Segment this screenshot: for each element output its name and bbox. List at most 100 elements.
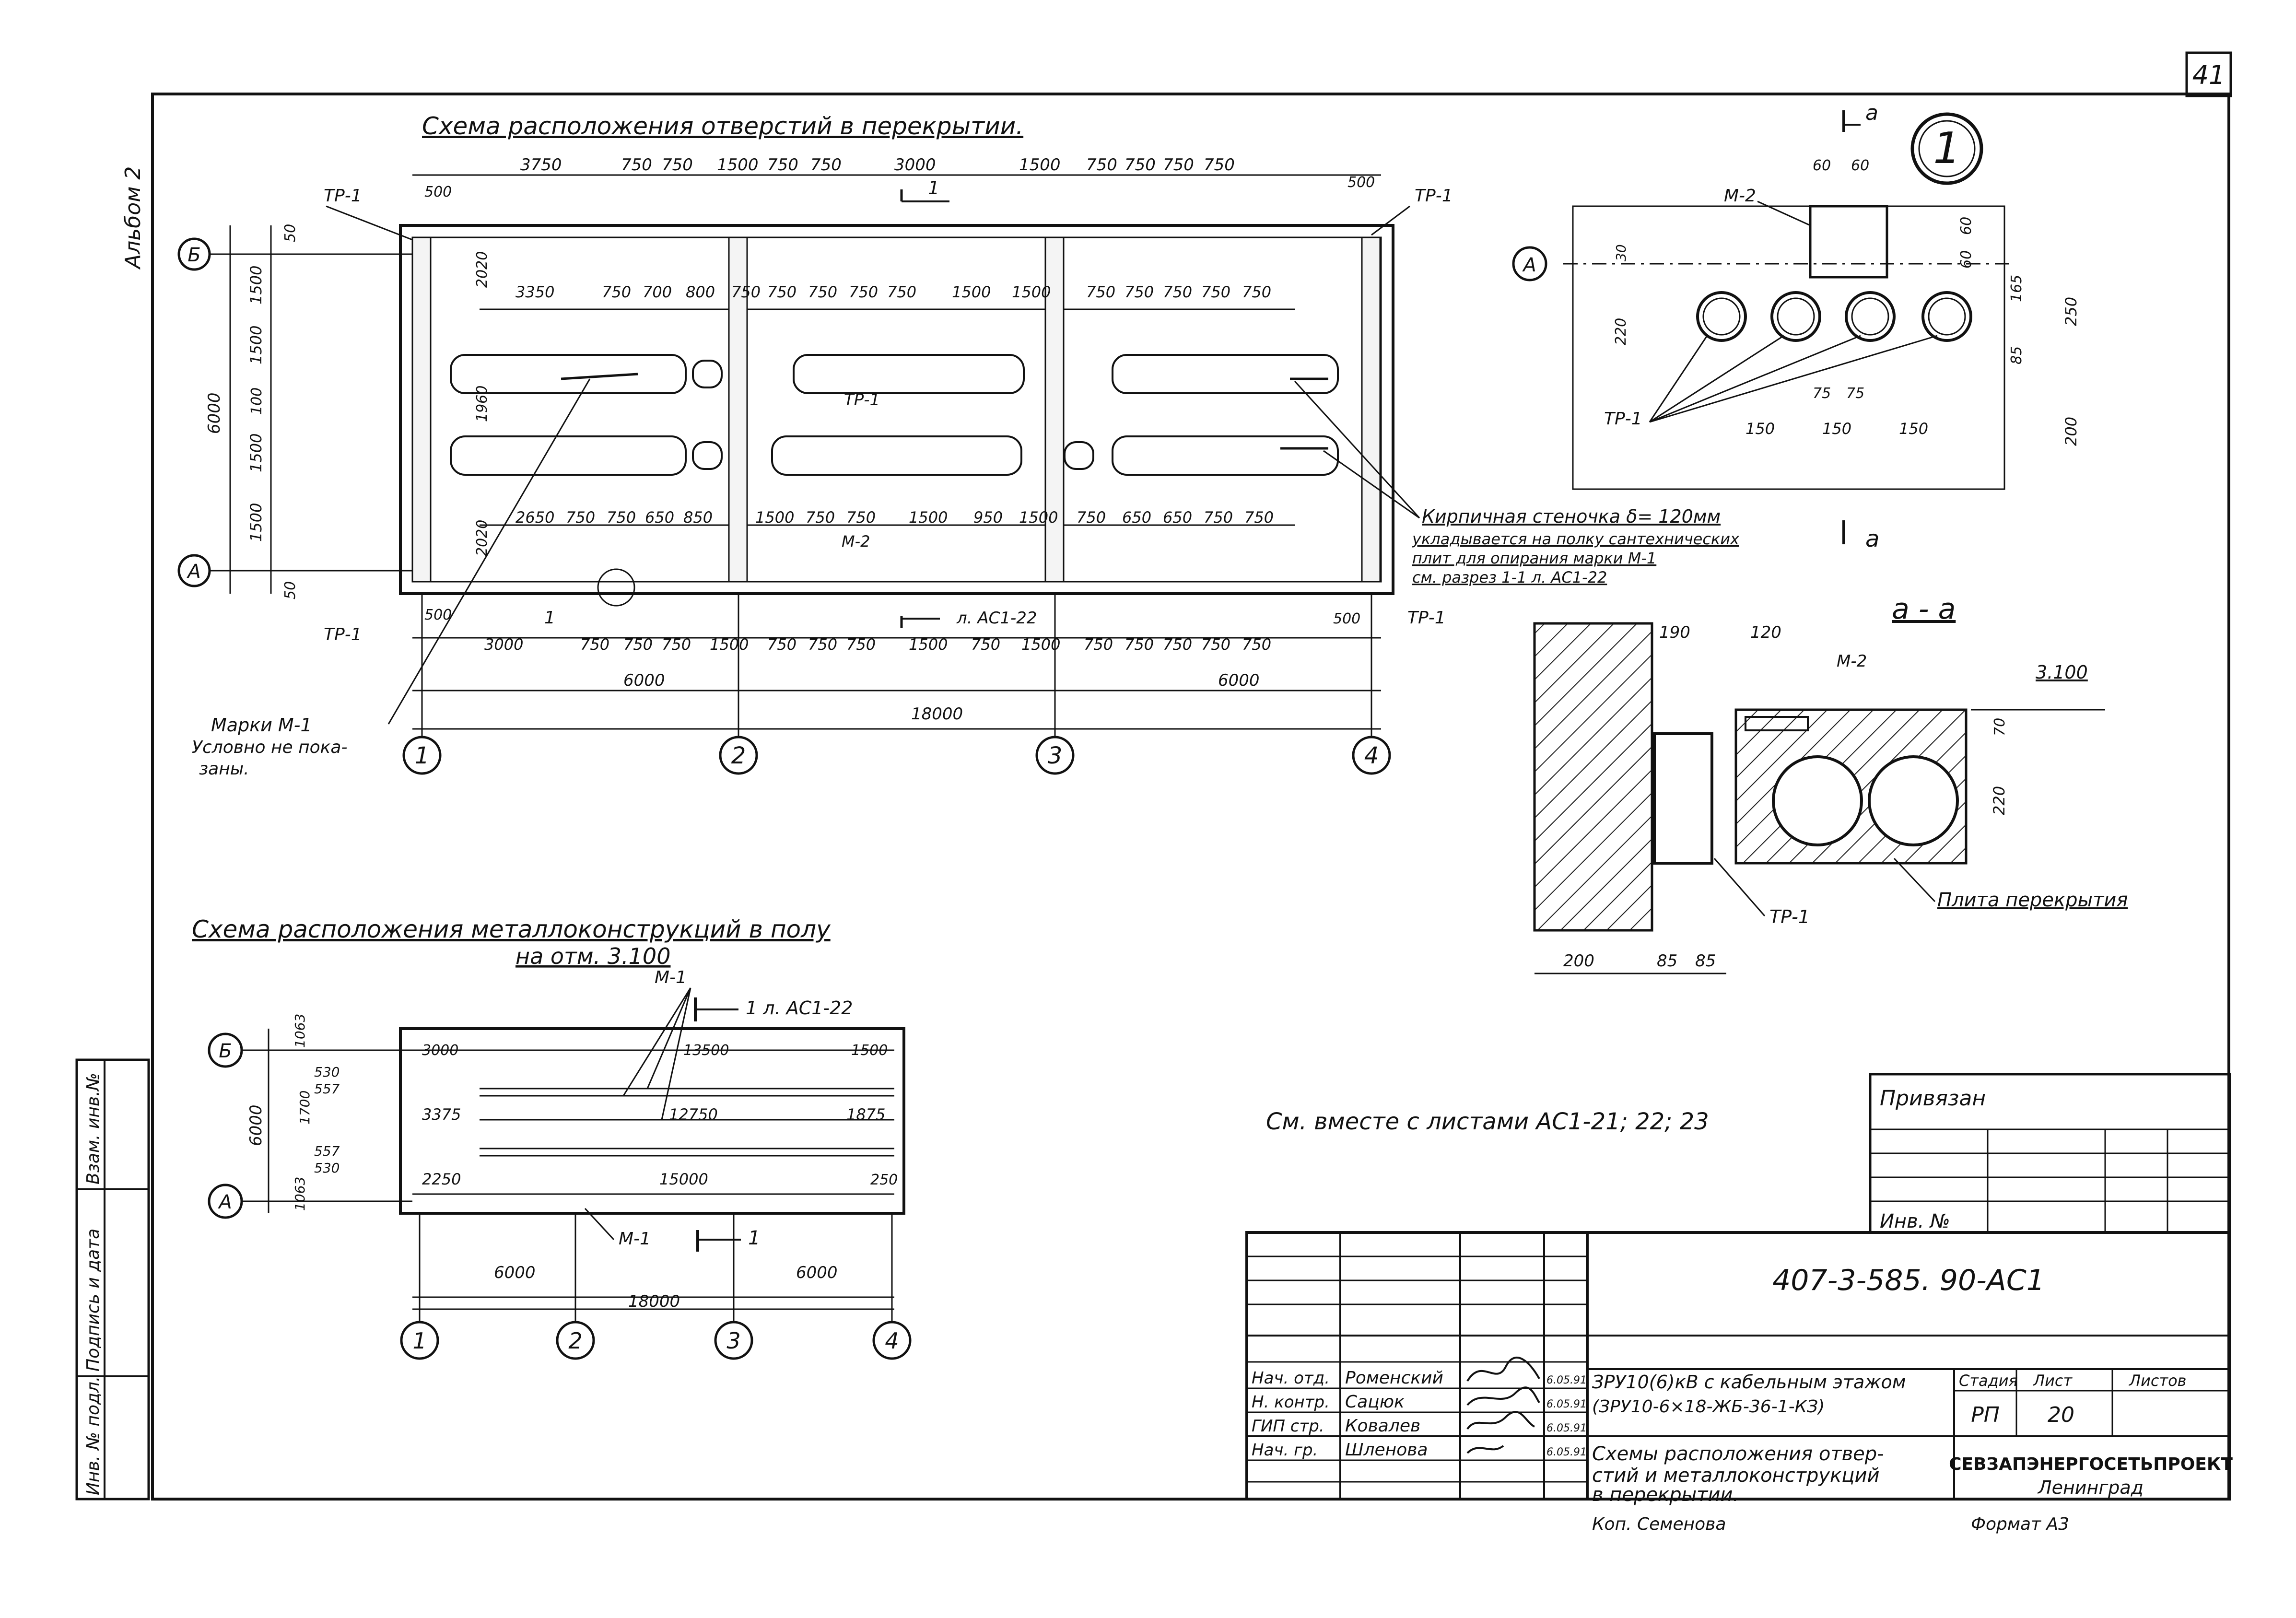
svg-text:ЗРУ10(6)кВ с кабельным этажом: ЗРУ10(6)кВ с кабельным этажом — [1592, 1372, 1906, 1393]
svg-text:500: 500 — [1333, 610, 1360, 627]
svg-text:1500: 1500 — [1019, 508, 1058, 527]
svg-text:6.05.91: 6.05.91 — [1546, 1422, 1587, 1434]
svg-text:120: 120 — [1750, 623, 1781, 642]
svg-text:100: 100 — [248, 387, 265, 415]
svg-text:ГИП стр.: ГИП стр. — [1252, 1417, 1324, 1436]
svg-text:стий и металлоконструкций: стий и металлоконструкций — [1592, 1465, 1879, 1487]
svg-text:Привязан: Привязан — [1880, 1086, 1986, 1111]
svg-text:6000: 6000 — [796, 1263, 838, 1282]
slab-outline — [399, 224, 1394, 595]
svg-text:1 л. АС1-22: 1 л. АС1-22 — [746, 997, 853, 1019]
svg-text:190: 190 — [1659, 623, 1690, 642]
svg-text:750: 750 — [621, 155, 652, 175]
svg-text:650: 650 — [645, 508, 674, 527]
svg-text:СЕВЗАПЭНЕРГОСЕТЬПРОЕКТ: СЕВЗАПЭНЕРГОСЕТЬПРОЕКТ — [1949, 1454, 2233, 1474]
svg-text:50: 50 — [282, 224, 299, 242]
svg-text:3000: 3000 — [422, 1042, 458, 1059]
svg-text:750: 750 — [731, 283, 761, 301]
svg-text:на отм. 3.100: на отм. 3.100 — [515, 943, 670, 969]
svg-text:1700: 1700 — [297, 1090, 313, 1125]
svg-text:Плита перекрытия: Плита перекрытия — [1937, 889, 2128, 911]
stamp-podpis: Подпись и дата — [83, 1229, 103, 1372]
svg-text:750: 750 — [566, 508, 595, 527]
svg-text:407-3-585. 90-АС1: 407-3-585. 90-АС1 — [1772, 1264, 2045, 1297]
svg-text:75: 75 — [1846, 385, 1864, 402]
svg-text:А: А — [1522, 254, 1536, 276]
svg-text:750: 750 — [1077, 508, 1106, 527]
svg-text:1500: 1500 — [909, 508, 948, 527]
svg-text:(ЗРУ10-6×18-ЖБ-36-1-КЗ): (ЗРУ10-6×18-ЖБ-36-1-КЗ) — [1592, 1397, 1825, 1417]
svg-text:530: 530 — [314, 1064, 340, 1080]
svg-text:4: 4 — [885, 1328, 899, 1354]
stamp-inv: Инв. № подл. — [83, 1376, 103, 1495]
svg-text:15000: 15000 — [659, 1170, 708, 1188]
svg-text:1500: 1500 — [851, 1042, 888, 1059]
svg-text:2: 2 — [568, 1328, 582, 1354]
opening — [692, 441, 723, 470]
svg-text:6000: 6000 — [1218, 671, 1260, 690]
svg-text:750: 750 — [971, 635, 1000, 654]
svg-text:750: 750 — [887, 283, 916, 301]
svg-text:ТР-1: ТР-1 — [844, 390, 880, 410]
svg-text:Стадия: Стадия — [1959, 1372, 2018, 1390]
title-block: 407-3-585. 90-АС1 ЗРУ10(6)кВ с кабельным… — [1245, 1231, 2233, 1534]
svg-text:750: 750 — [662, 155, 693, 175]
svg-text:2: 2 — [731, 742, 746, 769]
sheet-number: 41 — [2192, 60, 2226, 90]
svg-text:1500: 1500 — [952, 283, 991, 301]
svg-text:Схемы расположения отвер-: Схемы расположения отвер- — [1592, 1443, 1884, 1465]
svg-text:М-1: М-1 — [619, 1229, 651, 1249]
svg-text:1500: 1500 — [1021, 635, 1060, 654]
svg-text:1500: 1500 — [755, 508, 794, 527]
svg-text:750: 750 — [808, 283, 837, 301]
plan-bottom: Схема расположения металлоконструкций в … — [192, 915, 912, 1360]
svg-text:150: 150 — [1745, 420, 1775, 438]
svg-text:1063: 1063 — [292, 1177, 308, 1211]
svg-text:ТР-1: ТР-1 — [1407, 608, 1446, 628]
svg-text:1: 1 — [748, 1227, 760, 1249]
svg-text:1: 1 — [1933, 123, 1960, 174]
svg-text:2250: 2250 — [422, 1170, 461, 1188]
svg-text:750: 750 — [1125, 155, 1156, 175]
svg-text:200: 200 — [1563, 951, 1594, 971]
column-4 — [1361, 236, 1381, 583]
svg-text:750: 750 — [1163, 155, 1194, 175]
svg-text:2020: 2020 — [474, 251, 491, 288]
svg-text:6.05.91: 6.05.91 — [1546, 1398, 1587, 1410]
signature — [1466, 1445, 1504, 1454]
svg-text:л. АС1-22: л. АС1-22 — [956, 609, 1037, 628]
svg-text:1960: 1960 — [474, 386, 491, 422]
opening — [450, 435, 687, 476]
svg-text:1500: 1500 — [717, 155, 759, 175]
svg-text:750: 750 — [806, 508, 835, 527]
svg-text:6000: 6000 — [494, 1263, 536, 1282]
svg-text:6000: 6000 — [246, 1104, 266, 1146]
plan-top-title: Схема расположения отверстий в перекрыти… — [422, 112, 1023, 140]
svg-text:6.05.91: 6.05.91 — [1546, 1446, 1587, 1458]
svg-text:укладывается на полку сантехни: укладывается на полку сантехнических — [1412, 530, 1740, 548]
svg-text:750: 750 — [767, 635, 797, 654]
svg-text:250: 250 — [870, 1172, 898, 1188]
svg-text:18000: 18000 — [628, 1292, 680, 1311]
svg-text:ТР-1: ТР-1 — [324, 625, 362, 645]
svg-text:6000: 6000 — [205, 392, 224, 434]
svg-text:750: 750 — [662, 635, 691, 654]
svg-text:150: 150 — [1899, 420, 1928, 438]
svg-text:70: 70 — [1991, 718, 2008, 736]
svg-text:700: 700 — [643, 283, 672, 301]
svg-text:Схема расположения металлоконс: Схема расположения металлоконструкций в … — [192, 915, 831, 943]
svg-text:Нач. отд.: Нач. отд. — [1252, 1369, 1330, 1388]
svg-text:750: 750 — [1086, 155, 1117, 175]
opening — [1112, 354, 1339, 394]
svg-text:3: 3 — [1048, 742, 1063, 769]
svg-text:а: а — [1865, 101, 1878, 125]
svg-text:3375: 3375 — [422, 1105, 461, 1124]
svg-text:750: 750 — [602, 283, 631, 301]
m2-plate — [1745, 716, 1809, 731]
svg-text:4: 4 — [1364, 742, 1379, 769]
svg-text:530: 530 — [314, 1160, 340, 1176]
tr1-sleeve — [1653, 732, 1713, 865]
svg-text:М-1: М-1 — [655, 968, 687, 987]
svg-text:заны.: заны. — [199, 759, 249, 779]
sheet-number-box — [2185, 51, 2232, 97]
